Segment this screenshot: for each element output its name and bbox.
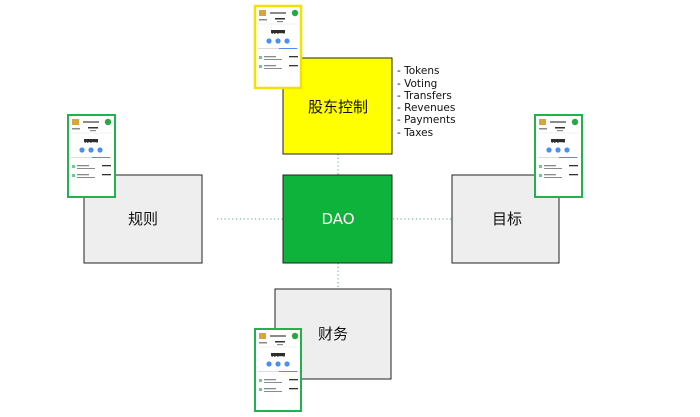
finance-label: 财务 [318, 325, 348, 343]
list-item: - Payments [397, 114, 456, 126]
list-item: - Taxes [397, 127, 433, 139]
wallet-balance: 12BTC [271, 30, 285, 36]
wallet-card-bottom: 12BTC [254, 328, 302, 412]
dao-box: DAO [282, 174, 393, 264]
shareholder-control-label: 股东控制 [308, 98, 368, 116]
list-item: - Tokens [397, 65, 439, 77]
list-item: - Revenues [397, 102, 455, 114]
goals-label: 目标 [492, 210, 522, 228]
wallet-balance: 12BTC [271, 353, 285, 359]
rules-label: 规则 [128, 210, 158, 228]
wallet-balance: 12BTC [84, 139, 98, 145]
wallet-card-left: 12BTC [67, 114, 116, 198]
wallet-card-top: 12BTC [253, 4, 303, 90]
list-item: - Voting [397, 78, 437, 90]
wallet-card-right: 12BTC [534, 114, 583, 198]
control-items-list: - Tokens - Voting - Transfers - Revenues… [397, 65, 456, 139]
list-item: - Transfers [397, 90, 452, 102]
rules-box: 规则 [83, 174, 203, 264]
dao-label: DAO [321, 210, 354, 228]
wallet-balance: 12BTC [551, 139, 565, 145]
